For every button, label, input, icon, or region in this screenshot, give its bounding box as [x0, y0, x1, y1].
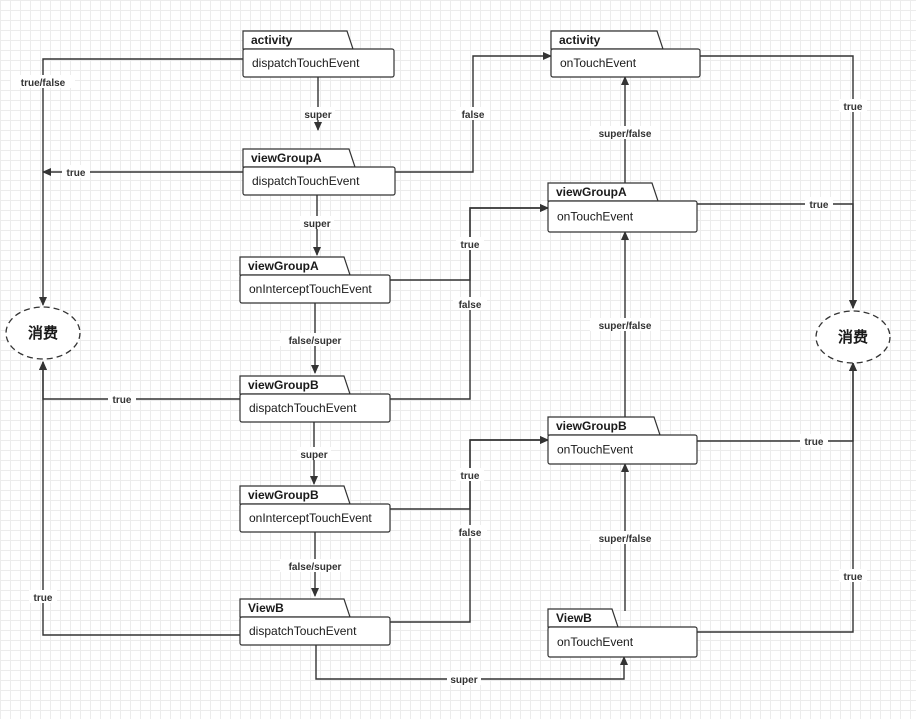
consume-terminal-left: [5, 306, 81, 360]
edge-label: super: [303, 219, 330, 230]
node-title: viewGroupA: [556, 185, 627, 199]
edge-label-background: [62, 165, 90, 178]
edge-label: true/false: [21, 78, 66, 89]
edge-label-background: [280, 333, 350, 346]
edge-label-background: [280, 559, 350, 572]
edge-label: false: [459, 528, 482, 539]
node-method: dispatchTouchEvent: [252, 56, 360, 70]
node-method: onTouchEvent: [557, 210, 634, 224]
edge-label: super: [450, 675, 477, 686]
node-method-box: [239, 616, 391, 646]
node-vgb-touch: viewGroupB onTouchEvent: [547, 416, 698, 465]
node-vb-dispatch: ViewB dispatchTouchEvent: [239, 598, 391, 646]
edge-label: false/super: [289, 562, 342, 573]
edge-label-background: [805, 197, 833, 210]
edge-label-background: [453, 525, 487, 538]
edge-label: true: [805, 437, 824, 448]
edge-label-background: [301, 107, 335, 120]
edge-act-touch-to-right: [700, 55, 857, 309]
edge-label-background: [453, 297, 487, 310]
node-method-box: [242, 48, 395, 78]
edge-label-background: [29, 590, 57, 603]
node-vgb-dispatch: viewGroupB dispatchTouchEvent: [239, 375, 391, 423]
node-vgb-intercept: viewGroupB onInterceptTouchEvent: [239, 485, 391, 533]
edge-label-background: [300, 216, 334, 229]
edge-label: true: [67, 168, 86, 179]
node-method-box: [239, 503, 391, 533]
edge-label-background: [839, 99, 867, 112]
edge-label: super: [304, 110, 331, 121]
node-title: viewGroupA: [248, 259, 319, 273]
node-method: dispatchTouchEvent: [249, 401, 357, 415]
node-vb-touch: ViewB onTouchEvent: [547, 608, 698, 658]
consume-terminal-right: [815, 310, 891, 364]
edge-label-background: [456, 468, 484, 481]
node-method-box: [547, 434, 698, 465]
edge-vga-touch-to-right: [678, 203, 857, 309]
edge-label-background: [297, 447, 331, 460]
edge-label: true: [113, 395, 132, 406]
edge-label-background: [456, 237, 484, 250]
node-title: activity: [559, 33, 601, 47]
edge-label: super/false: [599, 129, 652, 140]
node-title: activity: [251, 33, 293, 47]
edge-label: true: [844, 572, 863, 583]
edge-label: false: [462, 110, 485, 121]
node-title: ViewB: [556, 611, 592, 625]
node-method-box: [239, 274, 391, 304]
node-title: viewGroupB: [556, 419, 627, 433]
node-method: onTouchEvent: [557, 635, 634, 649]
edge-label: super: [300, 450, 327, 461]
edge-label-background: [447, 672, 481, 685]
edge-label: true: [461, 471, 480, 482]
node-method: dispatchTouchEvent: [249, 624, 357, 638]
edge-label-background: [11, 75, 75, 88]
edge-label-background: [590, 318, 660, 331]
node-act-touch: activity onTouchEvent: [550, 30, 701, 78]
edge-label-background: [839, 569, 867, 582]
edge-label: false/super: [289, 336, 342, 347]
node-vga-touch: viewGroupA onTouchEvent: [547, 182, 698, 233]
edge-label: true: [461, 240, 480, 251]
edge-vb-dispatch-to-left: [39, 361, 240, 636]
edge-label: super/false: [599, 321, 652, 332]
consume-terminal-label: 消费: [838, 328, 868, 346]
edge-label-background: [108, 392, 136, 405]
edge-label: true: [34, 593, 53, 604]
node-title: ViewB: [248, 601, 284, 615]
node-vga-intercept: viewGroupA onInterceptTouchEvent: [239, 256, 391, 304]
node-act-dispatch: activity dispatchTouchEvent: [242, 30, 395, 78]
edge-label-background: [456, 107, 490, 120]
edge-act-dispatch-to-left: [39, 58, 243, 306]
node-method: onTouchEvent: [560, 56, 637, 70]
node-method-box: [242, 166, 396, 196]
edge-label-background: [590, 126, 660, 139]
edge-label-background: [800, 434, 828, 447]
node-title: viewGroupB: [248, 488, 319, 502]
edge-label: false: [459, 300, 482, 311]
node-vga-dispatch: viewGroupA dispatchTouchEvent: [242, 148, 396, 196]
node-method-box: [547, 200, 698, 233]
node-method-box: [550, 48, 701, 78]
edge-vb-touch-to-right: [697, 362, 857, 633]
edge-vgb-touch-to-right: [697, 362, 857, 442]
node-method: dispatchTouchEvent: [252, 174, 360, 188]
edge-label: super/false: [599, 534, 652, 545]
edge-label: true: [810, 200, 829, 211]
edge-vgb-dispatch-to-left: [39, 361, 240, 400]
consume-terminal-label: 消费: [28, 324, 58, 342]
edge-label: true: [844, 102, 863, 113]
node-title: viewGroupB: [248, 378, 319, 392]
edge-label-background: [590, 531, 660, 544]
node-method: onInterceptTouchEvent: [249, 282, 372, 296]
node-method: onTouchEvent: [557, 443, 634, 457]
node-method: onInterceptTouchEvent: [249, 511, 372, 525]
node-method-box: [239, 393, 391, 423]
node-method-box: [547, 626, 698, 658]
node-title: viewGroupA: [251, 151, 322, 165]
